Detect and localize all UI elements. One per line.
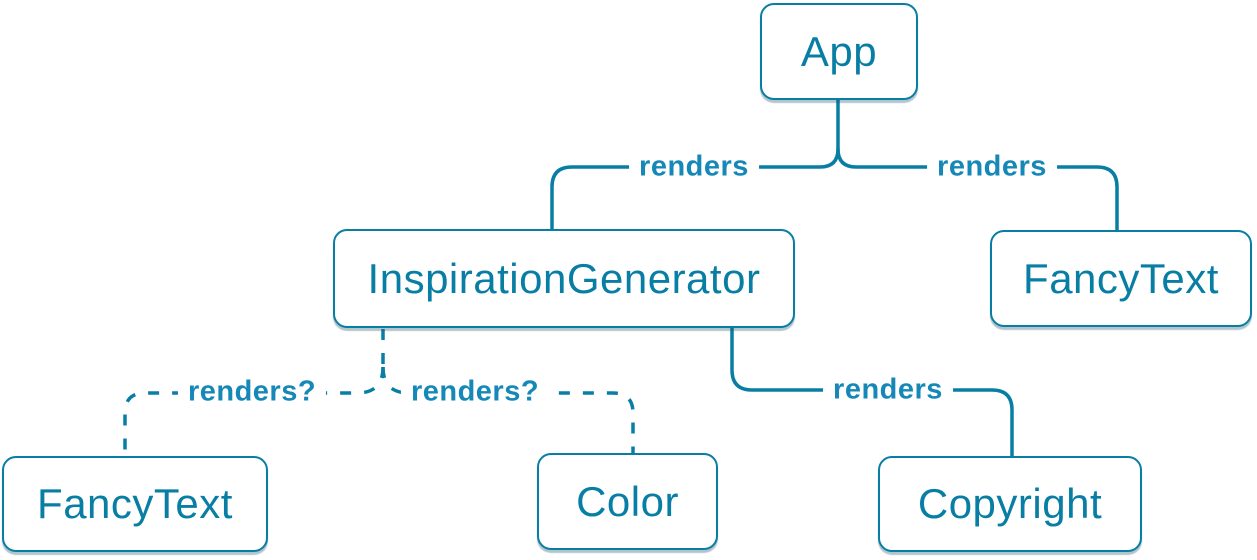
node-inspiration-generator: InspirationGenerator	[333, 229, 795, 328]
edge-app-fancytext	[836, 147, 1119, 232]
node-color: Color	[537, 453, 718, 550]
node-app-label: App	[800, 27, 878, 75]
edge-label-renders-question-fancytext: renders?	[177, 375, 327, 409]
node-fancy-text-top: FancyText	[990, 230, 1252, 327]
node-fancy-text-top-label: FancyText	[1023, 254, 1219, 302]
node-color-label: Color	[576, 477, 679, 525]
edge-label-renders-app-inspiration: renders	[629, 150, 759, 184]
node-copyright-label: Copyright	[917, 480, 1103, 527]
node-app: App	[760, 3, 918, 100]
edge-label-renders-app-fancytext: renders	[927, 150, 1057, 184]
node-inspiration-generator-label: InspirationGenerator	[367, 254, 761, 302]
node-fancy-text-bottom-label: FancyText	[37, 480, 233, 527]
edge-label-renders-copyright: renders	[823, 373, 953, 407]
node-copyright: Copyright	[878, 456, 1142, 552]
edge-inspiration-color-dashed	[381, 366, 635, 453]
node-fancy-text-bottom: FancyText	[2, 456, 268, 552]
edge-label-renders-question-color: renders?	[400, 375, 550, 409]
